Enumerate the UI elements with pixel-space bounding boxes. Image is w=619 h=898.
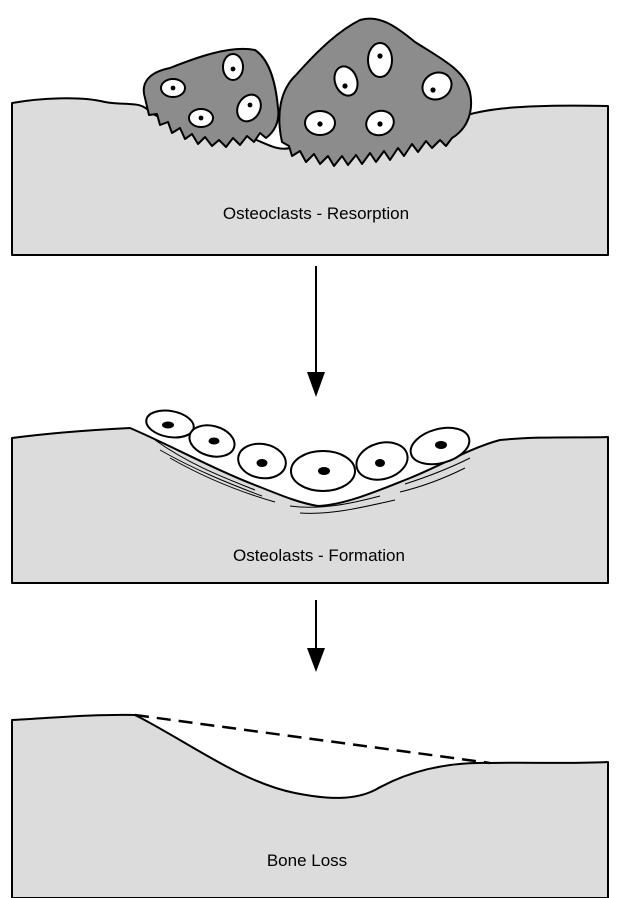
arrow-down-icon [307, 600, 325, 672]
formation-panel: Osteolasts - Formation [12, 407, 608, 583]
resorption-panel: Osteoclasts - Resorption [12, 19, 608, 255]
panel-label-formation: Osteolasts - Formation [233, 546, 405, 565]
bone-block-bone-loss [12, 715, 608, 898]
panel-label-bone-loss: Bone Loss [267, 851, 347, 870]
bone-loss-panel: Bone Loss [12, 715, 608, 898]
arrow-down-icon [307, 266, 325, 397]
panel-label-resorption: Osteoclasts - Resorption [223, 204, 409, 223]
